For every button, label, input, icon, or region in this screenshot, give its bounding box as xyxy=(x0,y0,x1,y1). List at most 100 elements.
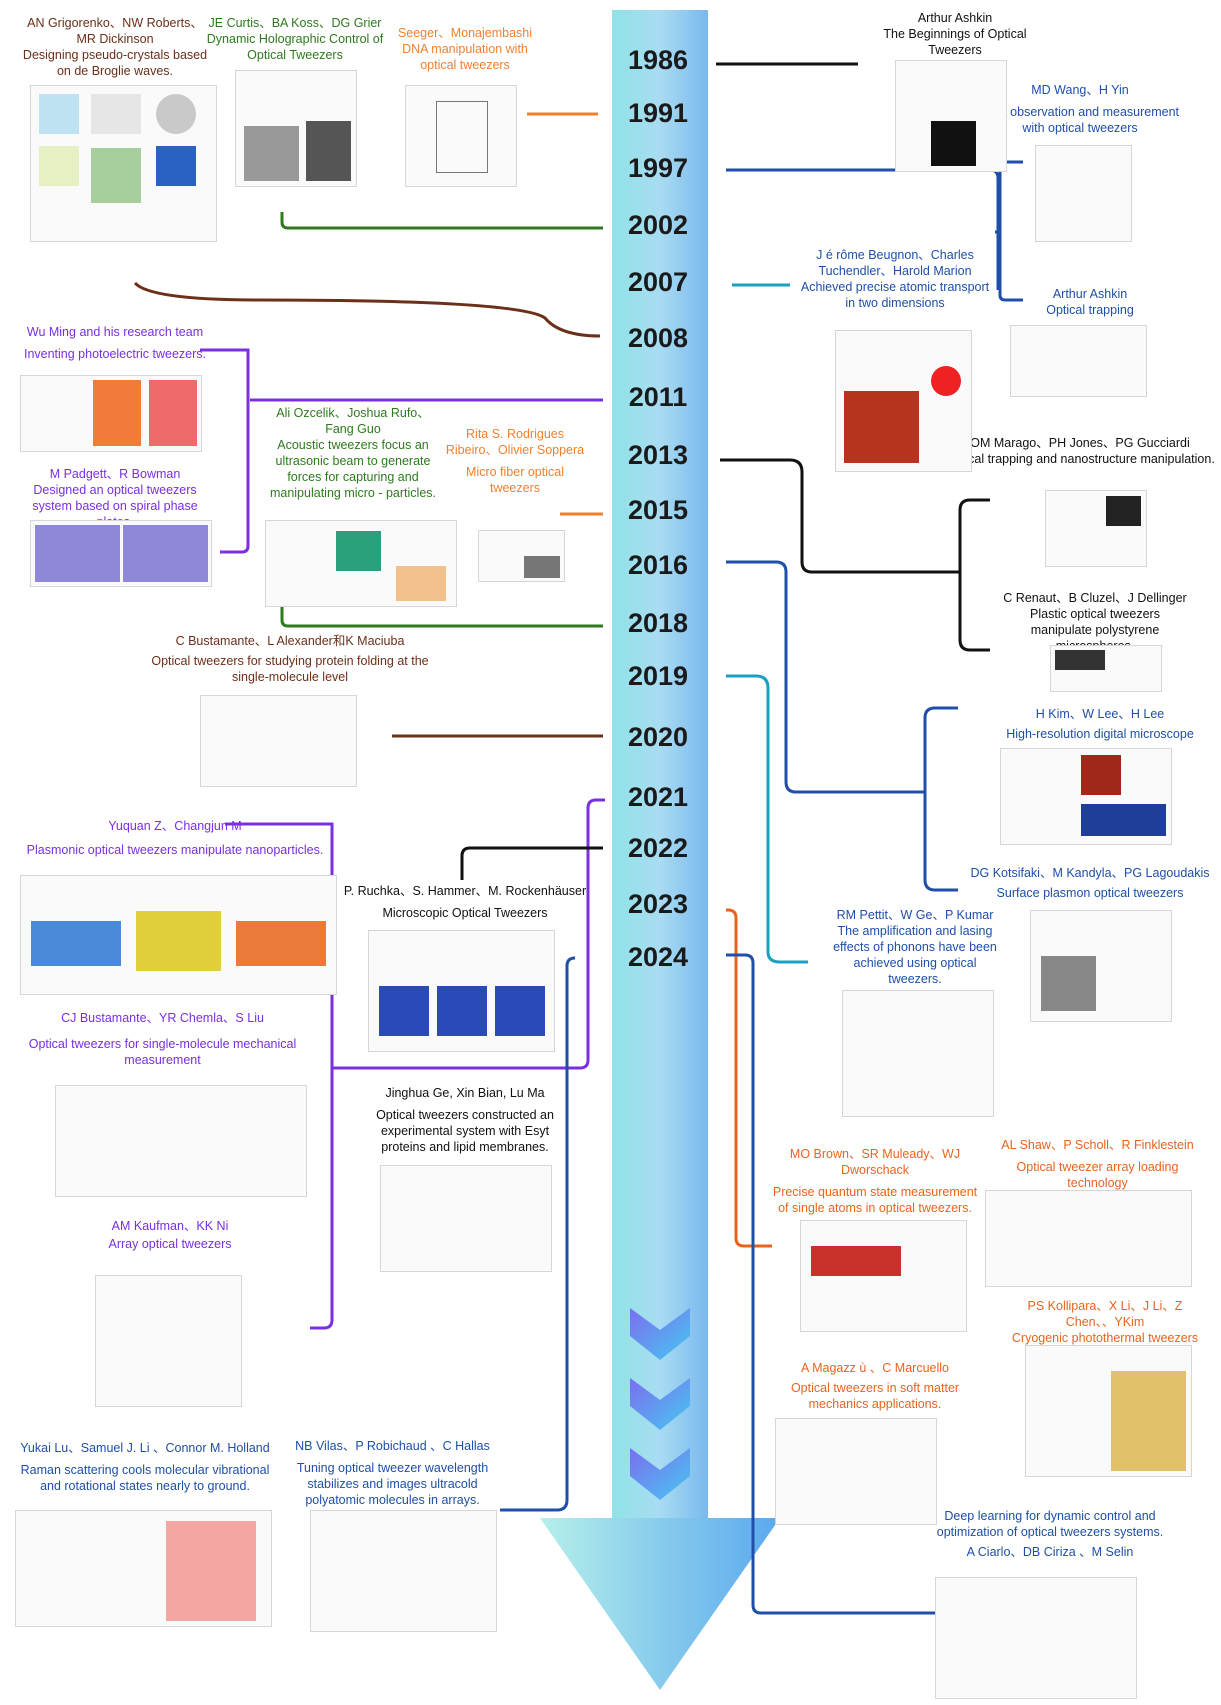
annotation-text: Optical tweezer array loading technology xyxy=(1016,1160,1179,1190)
figure-bustamante2020 xyxy=(200,695,357,787)
year-2016: 2016 xyxy=(627,550,689,580)
annotation-grigorenko: AN Grigorenko、NW Roberts、MR Dickinson De… xyxy=(20,15,210,79)
annotation-ge: Jinghua Ge, Xin Bian, Lu Ma Optical twee… xyxy=(365,1085,565,1155)
figure-ge xyxy=(380,1165,552,1272)
annotation-title: NB Vilas、P Robichaud 、C Hallas xyxy=(295,1439,490,1453)
figure-padgett xyxy=(30,520,212,587)
year-2022: 2022 xyxy=(627,833,689,863)
annotation-title: P. Ruchka、S. Hammer、M. Rockenhäuser xyxy=(343,884,587,898)
annotation-title: Ali Ozcelik、Joshua Rufo、Fang Guo xyxy=(276,406,430,436)
annotation-ashkin2: Arthur Ashkin Optical trapping xyxy=(1030,286,1150,318)
annotation-text: Optical trapping and nanostructure manip… xyxy=(945,452,1215,466)
annotation-wang: MD Wang、H Yin DNA observation and measur… xyxy=(975,82,1185,136)
figure-lu xyxy=(15,1510,272,1627)
year-2007: 2007 xyxy=(627,267,689,297)
connector-2002 xyxy=(280,212,603,230)
connector-2016 xyxy=(726,560,925,794)
figure-renaut xyxy=(1050,645,1162,692)
annotation-text: Cryogenic photothermal tweezers xyxy=(1011,1331,1199,1345)
figure-brown xyxy=(800,1220,967,1332)
year-2015: 2015 xyxy=(627,495,689,525)
annotation-wuming: Wu Ming and his research team Inventing … xyxy=(15,324,215,362)
annotation-curtis: JE Curtis、BA Koss、DG Grier Dynamic Holog… xyxy=(205,15,385,63)
annotation-title: Yukai Lu、Samuel J. Li 、Connor M. Holland xyxy=(20,1441,270,1455)
annotation-title: DG Kotsifaki、M Kandyla、PG Lagoudakis xyxy=(970,866,1210,880)
annotation-title: Rita S. Rodrigues Ribeiro、Olivier Sopper… xyxy=(445,427,585,457)
annotation-title: RM Pettit、W Ge、P Kumar xyxy=(836,908,994,922)
annotation-text: Plasmonic optical tweezers manipulate na… xyxy=(26,843,324,857)
annotation-kollipara: PS Kollipara、X Li、J Li、Z Chen、、YKim Cryo… xyxy=(1005,1298,1205,1346)
annotation-text: DNA observation and measurement with opt… xyxy=(980,105,1180,135)
year-2019: 2019 xyxy=(627,661,689,691)
annotation-text: Raman scattering cools molecular vibrati… xyxy=(20,1463,270,1493)
year-2024: 2024 xyxy=(627,942,689,972)
year-2013: 2013 xyxy=(627,440,689,470)
figure-shaw xyxy=(985,1190,1192,1287)
annotation-title: AM Kaufman、KK Ni xyxy=(111,1219,229,1233)
annotation-text: Tuning optical tweezer wavelength stabil… xyxy=(296,1461,489,1507)
annotation-text: Dynamic Holographic Control of Optical T… xyxy=(206,32,384,62)
annotation-ashkin1986: Arthur Ashkin The Beginnings of Optical … xyxy=(870,10,1040,58)
figure-ashkin1986 xyxy=(895,60,1007,172)
annotation-title: JE Curtis、BA Koss、DG Grier xyxy=(208,16,382,30)
annotation-kaufman: AM Kaufman、KK Ni Array optical tweezers xyxy=(80,1218,260,1252)
annotation-kim: H Kim、W Lee、H Lee High-resolution digita… xyxy=(1000,706,1200,742)
annotation-pettit: RM Pettit、W Ge、P Kumar The amplification… xyxy=(830,907,1000,987)
figure-ciarlo xyxy=(935,1577,1137,1699)
annotation-title: C Bustamante、L Alexander和K Maciuba xyxy=(175,634,405,648)
figure-kaufman xyxy=(95,1275,242,1407)
figure-ribeiro xyxy=(478,530,565,582)
annotation-text: Achieved precise atomic transport in two… xyxy=(800,280,990,310)
annotation-title: MO Brown、SR Muleady、WJ Dworschack xyxy=(789,1147,961,1177)
figure-pettit xyxy=(842,990,994,1117)
figure-kollipara xyxy=(1025,1345,1192,1477)
figure-vilas xyxy=(310,1510,497,1632)
annotation-text: Designing pseudo-crystals based on de Br… xyxy=(22,48,208,78)
annotation-text: Surface plasmon optical tweezers xyxy=(996,886,1184,900)
figure-ashkin2 xyxy=(1010,325,1147,397)
annotation-title: Jinghua Ge, Xin Bian, Lu Ma xyxy=(385,1086,545,1100)
annotation-title: MD Wang、H Yin xyxy=(1031,83,1129,97)
annotation-bustamante2020: C Bustamante、L Alexander和K Maciuba Optic… xyxy=(150,633,430,685)
annotation-title: J é rôme Beugnon、Charles Tuchendler、Haro… xyxy=(816,248,974,278)
annotation-text: High-resolution digital microscope xyxy=(1006,727,1194,741)
year-2020: 2020 xyxy=(627,722,689,752)
annotation-title: Arthur Ashkin xyxy=(917,11,993,25)
figure-curtis xyxy=(235,70,357,187)
year-2011: 2011 xyxy=(628,382,688,412)
annotation-bustamante2: CJ Bustamante、YR Chemla、S Liu Optical tw… xyxy=(25,1010,300,1068)
annotation-title: A Ciarlo、DB Ciriza 、M Selin xyxy=(966,1545,1134,1559)
connector-2013-branch xyxy=(958,498,990,652)
connector-2021 xyxy=(225,798,605,1330)
annotation-marago: OM Marago、PH Jones、PG Gucciardi Optical … xyxy=(945,435,1215,467)
annotation-title: H Kim、W Lee、H Lee xyxy=(1035,707,1165,721)
annotation-beugnon: J é rôme Beugnon、Charles Tuchendler、Haro… xyxy=(795,247,995,311)
annotation-title: OM Marago、PH Jones、PG Gucciardi xyxy=(970,436,1190,450)
year-2008: 2008 xyxy=(627,323,689,353)
annotation-text: Acoustic tweezers focus an ultrasonic be… xyxy=(269,438,437,500)
annotation-text: The amplification and lasing effects of … xyxy=(833,924,997,986)
figure-kotsifaki xyxy=(1030,910,1172,1022)
figure-wang xyxy=(1035,145,1132,242)
figure-yuquan xyxy=(20,875,337,995)
figure-grigorenko xyxy=(30,85,217,242)
annotation-title: Arthur Ashkin xyxy=(1052,287,1128,301)
annotation-brown: MO Brown、SR Muleady、WJ Dworschack Precis… xyxy=(770,1146,980,1216)
year-1997: 1997 xyxy=(627,153,689,183)
annotation-title: PS Kollipara、X Li、J Li、Z Chen、、YKim xyxy=(1027,1299,1183,1329)
annotation-ciarlo: Deep learning for dynamic control and op… xyxy=(935,1508,1165,1560)
annotation-title: Seeger、Monajembashi xyxy=(397,26,533,40)
annotation-seeger: Seeger、Monajembashi DNA manipulation wit… xyxy=(390,25,540,73)
annotation-text: DNA manipulation with optical tweezers xyxy=(402,42,528,72)
annotation-text: Optical tweezers constructed an experime… xyxy=(376,1108,554,1154)
connector-2008 xyxy=(133,281,601,338)
figure-beugnon xyxy=(835,330,972,472)
figure-kim xyxy=(1000,748,1172,845)
figure-bustamante2 xyxy=(55,1085,307,1197)
figure-marago xyxy=(1045,490,1147,567)
annotation-title: AL Shaw、P Scholl、R Finklestein xyxy=(1001,1138,1194,1152)
annotation-text: Micro fiber optical tweezers xyxy=(466,465,564,495)
timeline-arrow xyxy=(540,10,780,1690)
annotation-ozcelik: Ali Ozcelik、Joshua Rufo、Fang Guo Acousti… xyxy=(268,405,438,501)
annotation-title: Yuquan Z、Changjun M xyxy=(108,819,242,833)
